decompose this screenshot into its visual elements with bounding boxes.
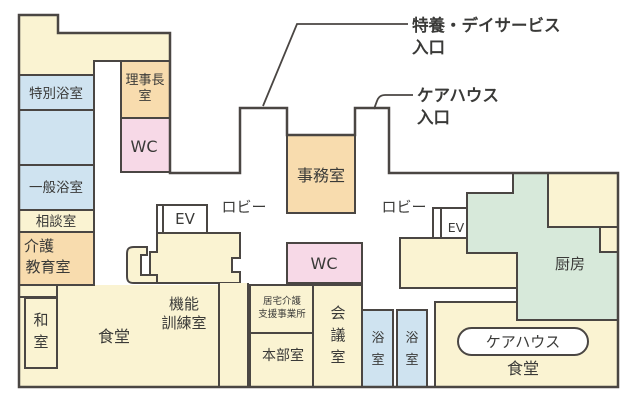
label-kitchen: 厨房 bbox=[555, 255, 585, 273]
label-bath2-2: 室 bbox=[405, 352, 418, 368]
label-carehouse-dining: 食堂 bbox=[507, 359, 539, 378]
room-bath-2 bbox=[396, 309, 428, 388]
corridor-strip bbox=[218, 283, 248, 386]
label-homecare-2: 支援事業所 bbox=[258, 308, 306, 320]
leader-tokuyo-entrance bbox=[262, 23, 408, 107]
label-general-bath: 一般浴室 bbox=[29, 179, 83, 196]
label-ev-east: EV bbox=[448, 220, 465, 235]
room-office bbox=[286, 134, 356, 214]
stairs-west bbox=[126, 246, 158, 284]
label-training-2: 訓練室 bbox=[161, 314, 206, 332]
label-homecare-1: 居宅介護 bbox=[263, 295, 302, 307]
label-director-2: 室 bbox=[138, 88, 151, 104]
carehouse-badge-capsule bbox=[457, 327, 589, 356]
label-special-bath: 特別浴室 bbox=[29, 85, 83, 102]
label-lobby-east: ロビー bbox=[381, 198, 426, 216]
annotation-carehouse-entrance-1: ケアハウス bbox=[417, 86, 499, 105]
label-carehouse-badge: ケアハウス bbox=[486, 333, 560, 351]
building-outline bbox=[17, 13, 620, 389]
label-wc-west: WC bbox=[131, 137, 158, 156]
room-wc-center bbox=[286, 242, 363, 284]
label-bath1-1: 浴 bbox=[371, 331, 384, 346]
label-lobby-west: ロビー bbox=[221, 198, 266, 216]
room-small-closet bbox=[18, 284, 58, 298]
room-kitchen-annex-1 bbox=[547, 172, 619, 228]
label-meeting-2: 議 bbox=[330, 326, 345, 344]
leader-carehouse-entrance bbox=[373, 94, 413, 110]
room-washitsu bbox=[24, 297, 58, 369]
room-bath-1 bbox=[361, 309, 394, 388]
label-meeting-3: 室 bbox=[330, 348, 345, 366]
label-bath2-1: 浴 bbox=[405, 331, 418, 346]
label-consult: 相談室 bbox=[36, 213, 77, 230]
label-director-1: 理事長 bbox=[125, 73, 164, 88]
label-bath1-2: 室 bbox=[371, 352, 384, 368]
label-washitsu-1: 和 bbox=[33, 311, 48, 329]
west-hall-block bbox=[149, 232, 241, 284]
room-bath-unlabeled bbox=[18, 109, 95, 166]
annotation-carehouse-entrance-2: 入口 bbox=[417, 108, 450, 127]
annotation-tokuyo-entrance-1: 特養・デイサービス bbox=[412, 15, 561, 35]
label-meeting-1: 会 bbox=[330, 304, 345, 322]
annotation-tokuyo-entrance-2: 入口 bbox=[412, 38, 445, 57]
label-wc-center: WC bbox=[311, 254, 338, 273]
label-office: 事務室 bbox=[297, 166, 345, 185]
room-director bbox=[120, 60, 171, 119]
ev-east-shaft-wall bbox=[432, 207, 442, 239]
room-general-bath bbox=[18, 164, 95, 211]
label-dining: 食堂 bbox=[98, 327, 130, 346]
room-kitchen-annex-2 bbox=[599, 226, 619, 253]
label-hq: 本部室 bbox=[262, 347, 304, 364]
label-washitsu-2: 室 bbox=[33, 333, 48, 351]
label-care-edu-2: 教育室 bbox=[25, 258, 70, 276]
label-care-edu-1: 介護 bbox=[24, 237, 54, 255]
label-training-1: 機能 bbox=[169, 295, 199, 313]
label-ev-west: EV bbox=[175, 210, 195, 228]
